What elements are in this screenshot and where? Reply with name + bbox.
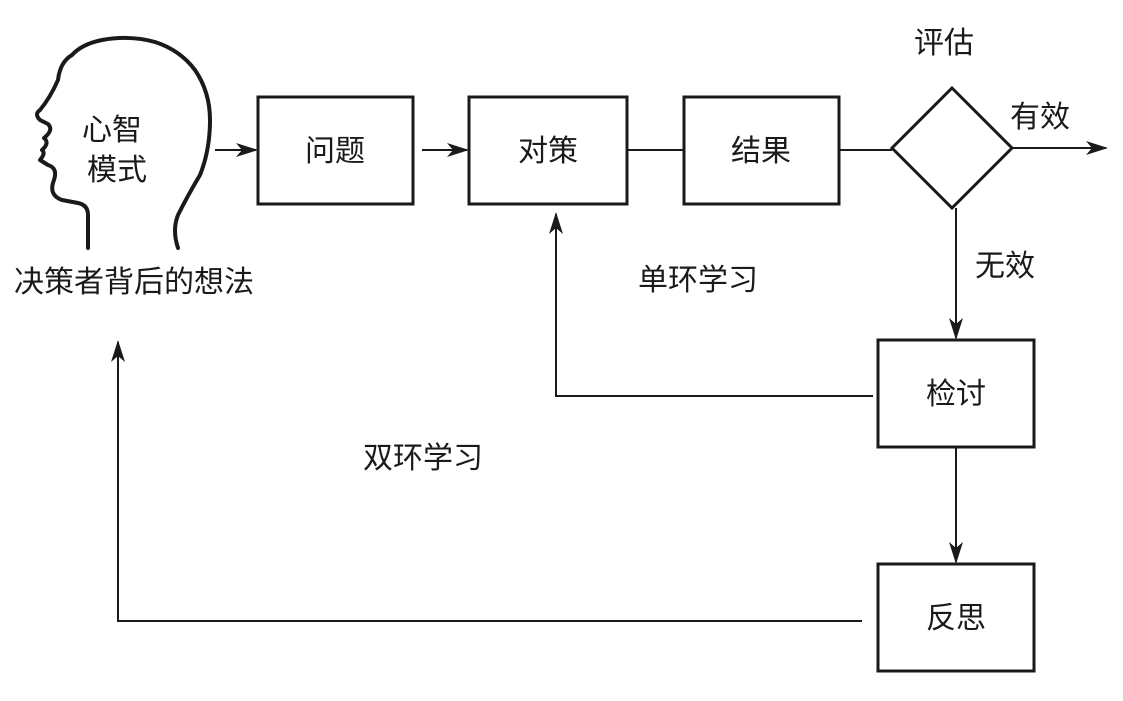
head-caption: 决策者背后的想法 [14, 265, 254, 300]
result-box [682, 95, 841, 206]
ineffective-label: 无效 [975, 249, 1035, 284]
single-loop-arrow [549, 212, 873, 397]
reflect-box-label: 反思 [926, 601, 986, 636]
strategy-box [467, 95, 629, 206]
problem-box [256, 95, 415, 206]
double-loop-label: 双环学习 [363, 441, 483, 476]
result-box-label: 结果 [731, 134, 791, 169]
strategy-box-label: 对策 [518, 134, 578, 169]
problem-box-label: 问题 [305, 134, 365, 169]
head-silhouette [35, 35, 212, 250]
evaluation-diamond [889, 85, 1015, 211]
double-loop-arrow [111, 340, 862, 622]
effective-label: 有效 [1010, 100, 1070, 135]
mental-model-label-line2: 模式 [87, 153, 147, 188]
review-box-label: 检讨 [926, 377, 986, 412]
mental-model-label-line1: 心智 [82, 113, 142, 148]
reflect-box [876, 562, 1036, 673]
evaluation-label: 评估 [914, 26, 974, 61]
single-loop-label: 单环学习 [638, 263, 758, 298]
